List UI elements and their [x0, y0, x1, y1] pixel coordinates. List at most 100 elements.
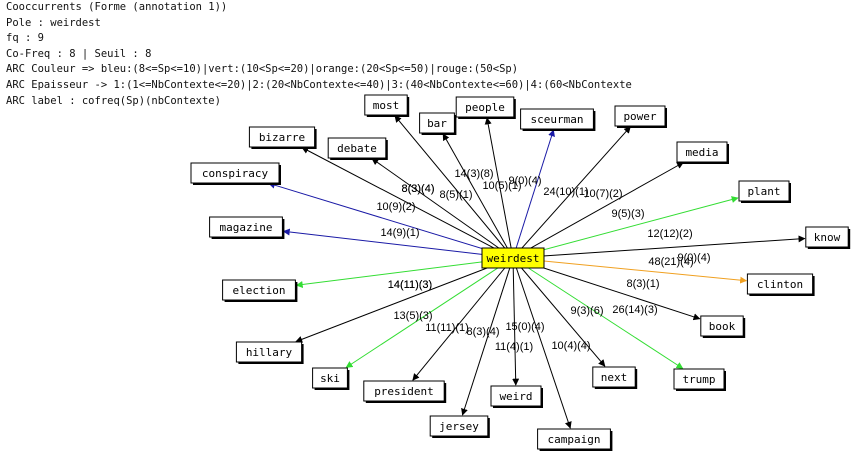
node-label: election — [233, 284, 286, 297]
edge-label-know: 48(21)(4) — [648, 256, 693, 268]
pole-box — [481, 247, 545, 269]
node-debate[interactable]: debate — [327, 137, 388, 160]
node-box — [746, 273, 814, 295]
edge-label-next: 10(4)(4) — [551, 340, 590, 352]
node-box — [738, 180, 790, 202]
header-arc-thickness: ARC Epaisseur -> 1:(1<=NbContexte<=20)|2… — [6, 78, 632, 91]
edge-label-media: 9(5)(3) — [611, 208, 644, 220]
node-box — [673, 368, 725, 390]
node-label: jersey — [439, 420, 479, 433]
node-box — [537, 428, 611, 450]
edge-label-bizarre: 8(3)(4) — [401, 183, 434, 195]
node-box — [327, 137, 387, 159]
edge-label-campaign: 15(0)(4) — [505, 321, 544, 333]
node-box — [312, 367, 348, 389]
edge-magazine — [282, 228, 514, 259]
node-label: plant — [747, 185, 780, 198]
edge-label-president: 11(11)(1) — [425, 322, 469, 334]
edge-label-plant: 12(12)(2) — [647, 228, 692, 240]
edge-bar — [442, 133, 514, 259]
node-label: weird — [499, 390, 532, 403]
edge-conspiracy — [268, 181, 514, 259]
node-box — [676, 141, 728, 163]
node-box — [209, 216, 283, 238]
node-label: people — [465, 101, 505, 114]
node-label: ski — [320, 372, 340, 385]
node-label: conspiracy — [202, 167, 269, 180]
node-next[interactable]: next — [592, 366, 638, 389]
node-label: next — [601, 371, 628, 384]
node-box — [222, 279, 296, 301]
node-box — [455, 96, 515, 118]
edge-label-extra: 9(0)(4) — [677, 252, 710, 264]
node-most[interactable]: most — [364, 94, 410, 117]
node-bar[interactable]: bar — [419, 112, 457, 135]
node-election[interactable]: election — [222, 279, 298, 302]
node-trump[interactable]: trump — [673, 368, 726, 391]
node-hillary[interactable]: hillary — [235, 341, 304, 364]
node-box — [592, 366, 636, 388]
header-pole: Pole : weirdest — [6, 16, 101, 29]
edge-debate — [371, 158, 514, 259]
header-arc-label: ARC label : cofreq(Sp)(nbContexte) — [6, 94, 221, 107]
header-arc-color: ARC Couleur => bleu:(8<=Sp<=10)|vert:(10… — [6, 63, 519, 76]
node-media[interactable]: media — [676, 141, 729, 164]
node-jersey[interactable]: jersey — [429, 415, 490, 438]
node-magazine[interactable]: magazine — [209, 216, 285, 239]
edge-next — [512, 257, 606, 367]
node-ski[interactable]: ski — [312, 367, 350, 390]
node-box — [235, 341, 303, 363]
header-fq: fq : 9 — [6, 32, 44, 45]
node-box — [490, 385, 542, 407]
pole-label: weirdest — [487, 252, 540, 265]
edge-label-election: 14(11)(3) — [388, 279, 432, 291]
node-label: clinton — [757, 278, 803, 291]
edge-most — [394, 115, 514, 259]
node-label: sceurman — [531, 113, 584, 126]
node-label: bizarre — [259, 131, 305, 144]
edge-label-book: 26(14)(3) — [612, 304, 657, 316]
node-book[interactable]: book — [700, 315, 746, 338]
edge-label-bar: 8(5)(1) — [439, 189, 472, 201]
node-label: power — [623, 110, 656, 123]
edge-jersey — [461, 257, 514, 416]
edge-weird — [512, 257, 520, 386]
node-box — [363, 380, 445, 402]
edge-plant — [512, 196, 739, 259]
edge-sceurman — [512, 129, 555, 259]
edges-layer — [268, 115, 806, 429]
node-box — [520, 108, 594, 130]
node-conspiracy[interactable]: conspiracy — [190, 162, 281, 185]
edge-trump — [512, 257, 684, 369]
node-power[interactable]: power — [614, 105, 667, 128]
node-people[interactable]: people — [455, 96, 516, 119]
node-label: know — [814, 231, 841, 244]
node-box — [700, 315, 744, 337]
edge-hillary — [295, 257, 514, 343]
edge-election — [295, 257, 514, 288]
edge-label-trump: 9(3)(6) — [570, 305, 603, 317]
edge-label-weird: 11(4)(1) — [495, 341, 533, 353]
node-plant[interactable]: plant — [738, 180, 791, 203]
edge-label-sceurman: 9(0)(4) — [508, 175, 541, 187]
edge-ski — [345, 257, 514, 368]
node-know[interactable]: know — [805, 226, 851, 249]
edge-clinton — [512, 257, 748, 284]
edge-label-ski: 13(5)(3) — [393, 310, 432, 322]
node-box — [190, 162, 280, 184]
node-box — [419, 112, 455, 134]
edge-bizarre — [301, 147, 514, 259]
node-box — [805, 226, 849, 248]
node-bizarre[interactable]: bizarre — [248, 126, 317, 149]
pole-node[interactable]: weirdest — [481, 247, 545, 269]
edge-campaign — [512, 257, 572, 429]
edge-label-magazine: 14(9)(1) — [380, 227, 419, 239]
node-sceurman[interactable]: sceurman — [520, 108, 596, 131]
edge-people — [484, 117, 514, 259]
node-president[interactable]: president — [363, 380, 447, 403]
node-weird[interactable]: weird — [490, 385, 543, 408]
node-clinton[interactable]: clinton — [746, 273, 815, 296]
node-campaign[interactable]: campaign — [537, 428, 613, 451]
info-header: Cooccurrents (Forme (annotation 1)) Pole… — [6, 0, 632, 109]
edge-label-most: 8(3)(4) — [401, 183, 434, 195]
